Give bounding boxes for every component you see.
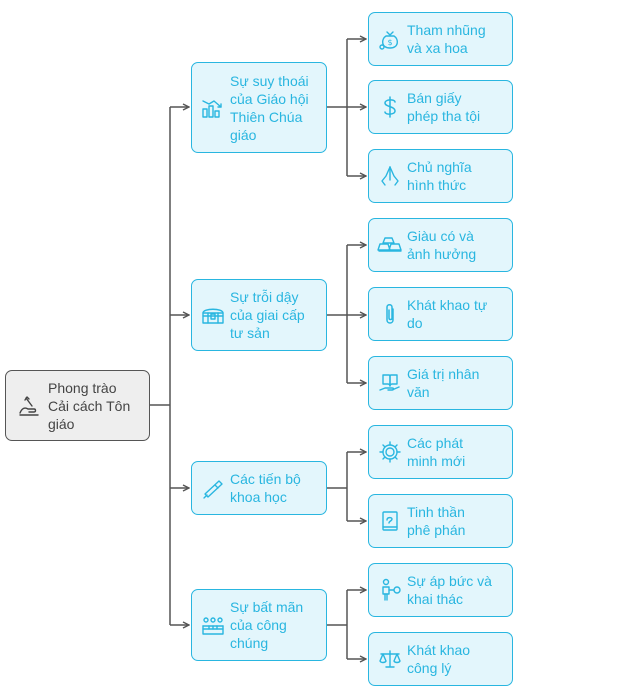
paperclip-icon [377,301,403,327]
leaf-label: Khát khao công lý [407,642,471,676]
hand-pen-icon [16,393,42,419]
money-bag-icon: $ [377,26,403,52]
leaf-node-indulgences[interactable]: Bán giấy phép tha tội [368,80,513,134]
category-label: Sự trỗi dậy của giai cấp tư sản [230,289,305,341]
category-node-scientific-progress[interactable]: Các tiến bộ khoa học [191,461,327,515]
telescope-icon [200,475,226,501]
category-label: Sự bất mãn của công chúng [230,599,304,651]
leaf-label: Tham nhũng và xa hoa [407,22,486,56]
leaf-node-humanism[interactable]: Giá trị nhân văn [368,356,513,410]
leaf-node-wealth[interactable]: Giàu có và ảnh hưởng [368,218,513,272]
treasure-chest-icon [200,302,226,328]
leaf-node-oppression[interactable]: Sự áp bức và khai thác [368,563,513,617]
root-label: Phong trào Cải cách Tôn giáo [48,379,131,432]
scales-icon [377,646,403,672]
leaf-label: Tinh thần phê phán [407,504,466,538]
gear-icon [377,439,403,465]
crowd-icon [200,612,226,638]
leaf-label: Khát khao tự do [407,297,488,331]
svg-text:$: $ [387,38,392,47]
leaf-node-justice[interactable]: Khát khao công lý [368,632,513,686]
leaf-label: Chủ nghĩa hình thức [407,159,472,193]
category-node-bourgeoisie-rise[interactable]: Sự trỗi dậy của giai cấp tư sản [191,279,327,351]
gold-bars-icon [377,232,403,258]
leaf-node-freedom[interactable]: Khát khao tự do [368,287,513,341]
chained-person-icon [377,577,403,603]
leaf-node-formalism[interactable]: Chủ nghĩa hình thức [368,149,513,203]
dollar-icon [377,94,403,120]
category-node-church-decline[interactable]: Sự suy thoái của Giáo hội Thiên Chúa giá… [191,62,327,153]
category-node-public-discontent[interactable]: Sự bất mãn của công chúng [191,589,327,661]
leaf-label: Giàu có và ảnh hưởng [407,228,477,262]
leaf-label: Bán giấy phép tha tội [407,90,481,124]
leaf-node-critical-spirit[interactable]: Tinh thần phê phán [368,494,513,548]
praying-hands-icon [377,163,403,189]
category-label: Sự suy thoái của Giáo hội Thiên Chúa giá… [230,72,309,143]
leaf-label: Các phát minh mới [407,435,466,469]
declining-chart-icon [200,95,226,121]
book-hand-icon [377,370,403,396]
leaf-node-corruption[interactable]: $ Tham nhũng và xa hoa [368,12,513,66]
leaf-node-inventions[interactable]: Các phát minh mới [368,425,513,479]
category-label: Các tiến bộ khoa học [230,471,301,505]
leaf-label: Giá trị nhân văn [407,366,480,400]
root-node[interactable]: Phong trào Cải cách Tôn giáo [5,370,150,441]
critical-book-icon [377,508,403,534]
leaf-label: Sự áp bức và khai thác [407,573,492,607]
